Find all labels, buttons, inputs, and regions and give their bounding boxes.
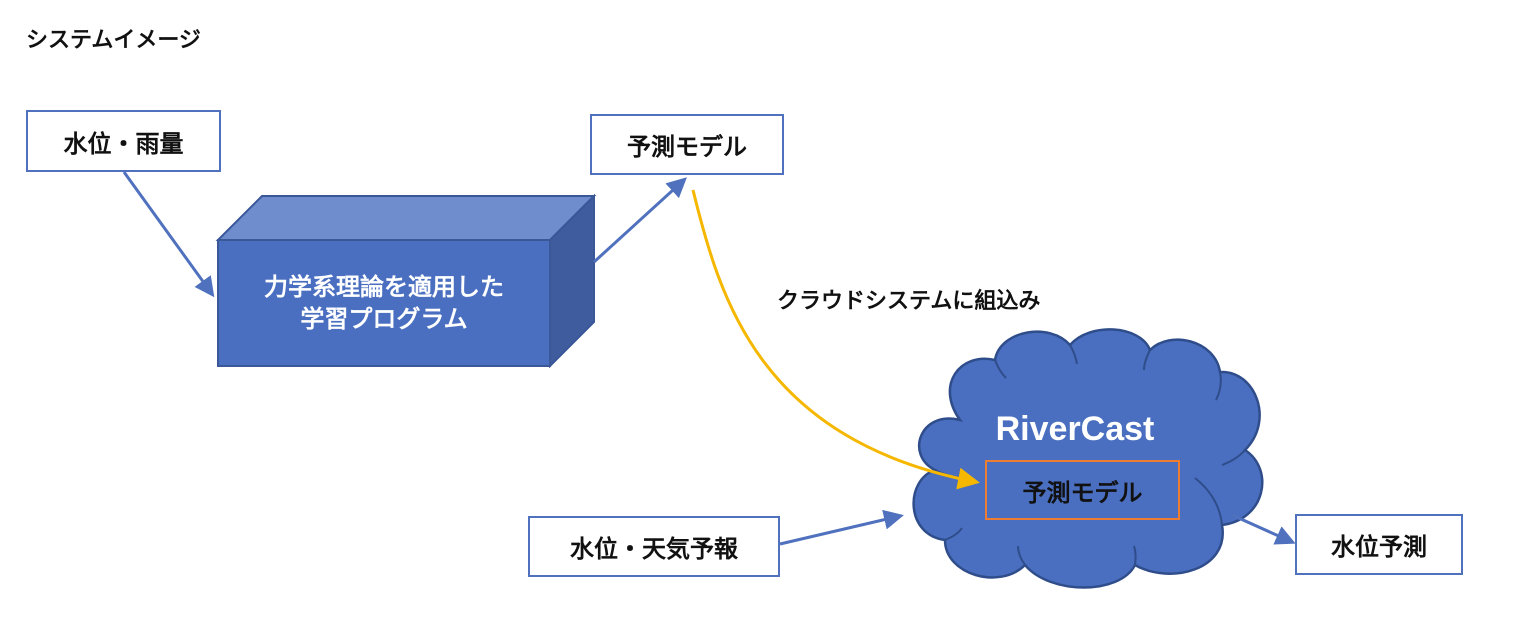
cloud-model-box: 予測モデル	[985, 460, 1180, 520]
arrow-cloud-to-output	[1231, 513, 1296, 545]
cloud-name: RiverCast	[995, 410, 1155, 448]
learning-program-cube	[215, 193, 597, 369]
learning-program-line-2: 学習プログラム	[300, 305, 468, 333]
prediction-model-label: 予測モデル	[627, 133, 747, 161]
output-label: 水位予測	[1331, 533, 1427, 561]
cube-top-face	[215, 195, 597, 241]
arrow-forecast-to-cloud	[779, 509, 904, 546]
forecast-input-box: 水位・天気予報	[528, 516, 780, 577]
arrow-input-to-cube	[122, 171, 215, 298]
forecast-input-label: 水位・天気予報	[570, 535, 738, 563]
cube-front-face	[217, 239, 551, 367]
arrow-cube-to-model	[592, 177, 687, 264]
integration-label: クラウドシステムに組込み	[777, 289, 1041, 314]
cloud-model-label: 予測モデル	[1022, 478, 1143, 507]
cloud-shape	[912, 328, 1264, 589]
learning-program-line-1: 力学系理論を適用した	[264, 272, 504, 301]
rivercast-cloud	[912, 328, 1264, 589]
input-data-label: 水位・雨量	[63, 129, 184, 158]
input-data-box: 水位・雨量	[26, 110, 221, 172]
page-title: システムイメージ	[26, 28, 201, 53]
arrow-model-to-cloud	[691, 189, 980, 490]
prediction-model-box: 予測モデル	[590, 114, 784, 175]
learning-program-label: 力学系理論を適用した 学習プログラム	[218, 240, 550, 366]
output-box: 水位予測	[1295, 514, 1463, 575]
